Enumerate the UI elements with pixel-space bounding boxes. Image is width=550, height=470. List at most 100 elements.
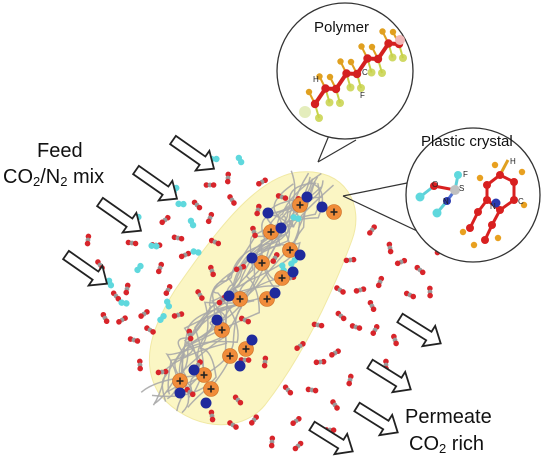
polymer-f-atom	[367, 68, 376, 77]
co2-oxygen	[290, 420, 296, 427]
crystal-c-atom	[496, 206, 504, 214]
crystal-c-atom	[474, 208, 482, 216]
anion	[223, 290, 235, 302]
anion	[294, 249, 306, 261]
crystal-h-atom	[459, 228, 467, 236]
co2-molecule	[127, 336, 141, 344]
co2-oxygen	[210, 271, 216, 278]
anion	[188, 364, 200, 376]
co2-molecule	[427, 285, 433, 299]
co2-molecule	[232, 394, 244, 406]
n2-atom	[153, 243, 160, 250]
co2-molecule	[208, 409, 216, 423]
co2-molecule	[233, 263, 247, 273]
co2-oxygen	[245, 318, 252, 325]
co2-molecule	[343, 256, 357, 264]
flow-arrow-shape	[131, 164, 179, 202]
polymer-f-atom	[388, 53, 397, 62]
co2-oxygen	[367, 230, 373, 236]
co2-molecule	[282, 384, 294, 396]
feed-composition: CO2/N2 mix	[3, 165, 104, 189]
permeate-sub: 2	[439, 441, 447, 456]
co2-molecule	[250, 225, 258, 239]
n2-atom	[123, 300, 130, 307]
flow-arrow-shape	[95, 196, 143, 234]
co2-oxygen	[318, 322, 325, 329]
polymer-callout-pointer	[317, 132, 331, 163]
co2-oxygen	[205, 218, 212, 225]
n2-molecule	[175, 200, 187, 208]
co2-molecule	[254, 203, 262, 217]
anion	[174, 387, 186, 399]
polymer-h-atom	[337, 58, 344, 65]
n2-molecule	[235, 154, 245, 166]
co2-oxygen	[419, 269, 426, 276]
n2-molecule	[187, 217, 197, 229]
co2-oxygen	[287, 389, 294, 396]
flow-arrow	[131, 164, 179, 202]
n2-molecule	[290, 214, 302, 222]
co2-molecule	[227, 194, 237, 206]
polymer-strand	[161, 181, 324, 402]
atom-label-c-crystal: C	[518, 197, 524, 206]
co2-molecule	[403, 290, 417, 300]
n2-molecule	[148, 242, 160, 250]
co2-molecule	[238, 315, 252, 325]
polymer-h-atom	[379, 28, 386, 35]
co2-oxygen	[84, 240, 91, 247]
co2-molecule	[171, 311, 185, 319]
flow-arrow	[396, 312, 442, 348]
n2-atom	[213, 155, 220, 163]
atom-label-c: C	[362, 68, 368, 77]
flow-arrow-shape	[61, 249, 109, 287]
n2-atom	[237, 158, 245, 166]
co2-molecule	[205, 211, 215, 225]
n2-atom	[295, 215, 302, 222]
polymer-title: Polymer	[314, 19, 370, 36]
n2-molecule	[163, 298, 173, 310]
co2-oxygen	[387, 248, 394, 255]
co2-oxygen	[233, 266, 240, 273]
anion	[301, 191, 313, 203]
co2-molecule	[367, 224, 377, 236]
polymer-end-atom	[395, 35, 405, 45]
permeate-label: Permeate	[405, 405, 492, 429]
co2-molecule	[178, 250, 192, 260]
feed-mix: mix	[67, 166, 105, 188]
co2-molecule	[330, 399, 340, 411]
polymer-f-atom	[346, 83, 355, 92]
co2-oxygen	[150, 329, 156, 335]
co2-molecule	[224, 171, 232, 185]
co2-oxygen	[312, 387, 319, 394]
crystal-h-atom	[491, 161, 499, 169]
flow-arrow-shape	[366, 358, 412, 394]
co2-oxygen	[178, 253, 185, 260]
co2-oxygen	[189, 391, 196, 398]
co2-oxygen	[233, 424, 239, 430]
flow-arrow	[61, 249, 109, 287]
co2-oxygen	[225, 171, 232, 178]
flow-arrow	[95, 196, 143, 234]
polymer-h-atom	[326, 73, 334, 81]
flow-arrow	[366, 358, 412, 394]
co2-molecule	[84, 233, 92, 247]
co2-molecule	[248, 414, 260, 426]
anion	[246, 252, 258, 264]
permeate-title: Permeate	[405, 406, 492, 428]
n2-atom	[175, 200, 182, 208]
co2-oxygen	[248, 420, 255, 426]
n2-atom	[180, 200, 187, 208]
co2-molecule	[386, 241, 394, 255]
atom-label-o: O	[432, 180, 439, 189]
anion	[262, 207, 274, 219]
crystal-s-atom	[450, 185, 460, 195]
crystal-f-atom	[454, 171, 462, 179]
co2-oxygen	[254, 210, 260, 217]
flow-arrow-shape	[308, 420, 354, 456]
co2-oxygen	[256, 180, 262, 187]
co2-molecule	[313, 358, 327, 366]
co2-oxygen	[123, 289, 130, 296]
flow-arrow	[353, 401, 399, 437]
co2-oxygen	[237, 399, 244, 406]
